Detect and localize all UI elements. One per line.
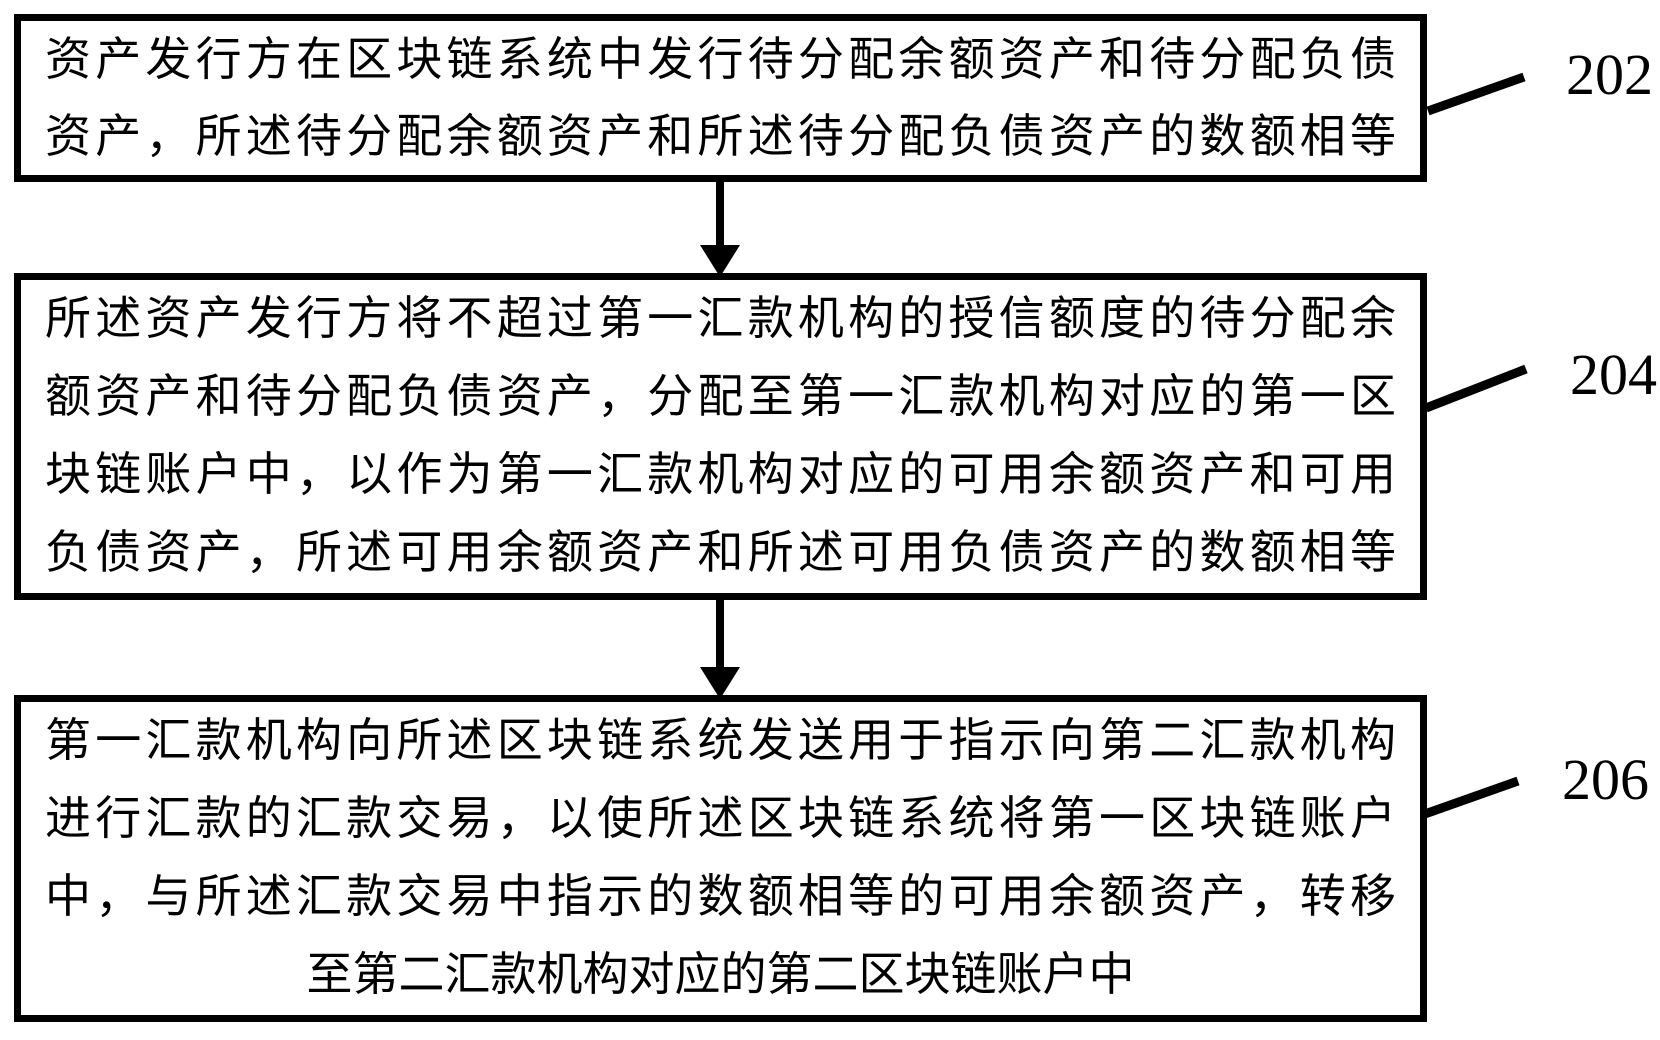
step-text-line: 资产发行方在区块链系统中发行待分配余额资产和待分配负债 [45, 34, 1396, 85]
step-reference-206: 206 [1562, 747, 1649, 812]
step-text-line: 资产，所述待分配余额资产和所述待分配负债资产的数额相等 [45, 111, 1396, 162]
step-text-line: 负债资产，所述可用余额资产和所述可用负债资产的数额相等 [45, 527, 1396, 578]
flow-step-box-202: 资产发行方在区块链系统中发行待分配余额资产和待分配负债资产，所述待分配余额资产和… [14, 14, 1427, 182]
step-text-line: 所述资产发行方将不超过第一汇款机构的授信额度的待分配余 [45, 293, 1396, 344]
step-text-line: 进行汇款的汇款交易，以使所述区块链系统将第一区块链账户 [45, 793, 1396, 844]
leader-line-206 [1420, 776, 1520, 820]
step-text-line: 块链账户中，以作为第一汇款机构对应的可用余额资产和可用 [45, 449, 1396, 500]
step-text-line: 第一汇款机构向所述区块链系统发送用于指示向第二汇款机构 [45, 715, 1396, 766]
down-arrow-icon [700, 598, 740, 699]
step-reference-202: 202 [1566, 42, 1653, 107]
leader-line-202 [1426, 72, 1526, 116]
flow-step-text-202: 资产发行方在区块链系统中发行待分配余额资产和待分配负债资产，所述待分配余额资产和… [21, 21, 1420, 175]
step-text-line: 至第二汇款机构对应的第二区块链账户中 [306, 949, 1135, 1000]
down-arrow-icon [700, 180, 740, 277]
flow-step-text-204: 所述资产发行方将不超过第一汇款机构的授信额度的待分配余额资产和待分配负债资产，分… [21, 280, 1420, 592]
step-reference-204: 204 [1570, 342, 1657, 407]
step-text-line: 额资产和待分配负债资产，分配至第一汇款机构对应的第一区 [45, 371, 1396, 422]
leader-line-204 [1424, 364, 1528, 413]
step-text-line: 中，与所述汇款交易中指示的数额相等的可用余额资产，转移 [45, 871, 1396, 922]
flow-step-box-204: 所述资产发行方将不超过第一汇款机构的授信额度的待分配余额资产和待分配负债资产，分… [14, 273, 1427, 600]
flow-step-text-206: 第一汇款机构向所述区块链系统发送用于指示向第二汇款机构进行汇款的汇款交易，以使所… [21, 702, 1420, 1014]
flow-step-box-206: 第一汇款机构向所述区块链系统发送用于指示向第二汇款机构进行汇款的汇款交易，以使所… [14, 695, 1427, 1022]
